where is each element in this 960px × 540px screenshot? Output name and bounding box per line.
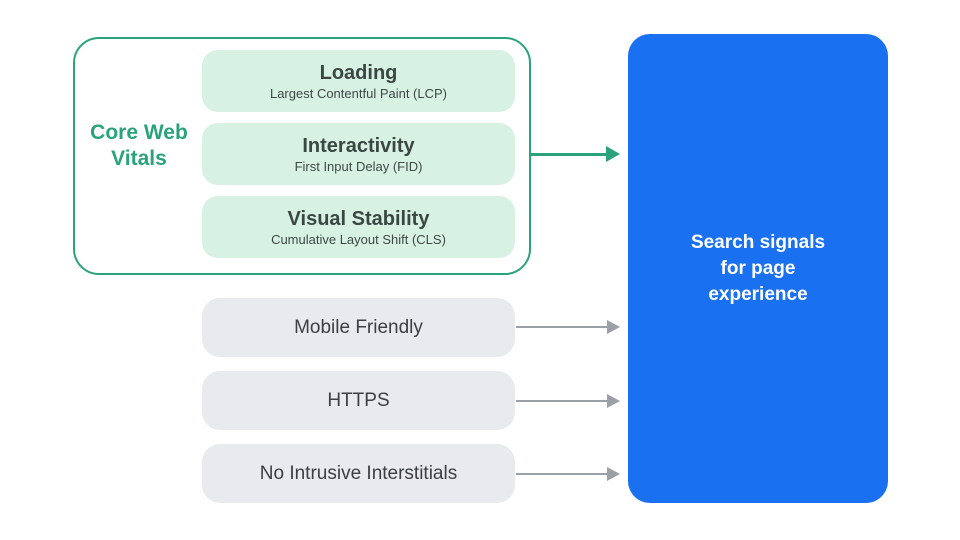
arrow-shaft: [516, 326, 608, 328]
search-signals-label: Search signals for page experience: [690, 231, 826, 305]
signal-pill-no-intrusive-interstitials: No Intrusive Interstitials: [202, 444, 515, 503]
green-arrow-right-icon: [530, 146, 620, 162]
arrow-head: [607, 320, 620, 334]
vital-title: Visual Stability: [287, 207, 430, 230]
arrow-shaft: [516, 400, 608, 402]
vital-subtitle: Cumulative Layout Shift (CLS): [271, 231, 446, 247]
vital-title: Interactivity: [302, 134, 415, 157]
signal-pill-mobile-friendly: Mobile Friendly: [202, 298, 515, 357]
gray-arrow-right-icon: [516, 319, 620, 335]
vital-pill-visual-stability: Visual Stability Cumulative Layout Shift…: [202, 196, 515, 258]
core-web-vitals-group-label: Core Web Vitals: [90, 121, 188, 170]
vital-pill-loading: Loading Largest Contentful Paint (LCP): [202, 50, 515, 112]
signal-pill-https: HTTPS: [202, 371, 515, 430]
signal-label: Mobile Friendly: [294, 316, 423, 338]
signal-label: HTTPS: [327, 389, 390, 411]
arrow-head: [607, 394, 620, 408]
vital-subtitle: First Input Delay (FID): [294, 158, 423, 174]
gray-arrow-right-icon: [516, 393, 620, 409]
vital-pill-interactivity: Interactivity First Input Delay (FID): [202, 123, 515, 185]
arrow-head: [607, 467, 620, 481]
arrow-shaft: [530, 152, 608, 156]
vital-subtitle: Largest Contentful Paint (LCP): [269, 85, 448, 101]
gray-arrow-right-icon: [516, 466, 620, 482]
arrow-head: [606, 146, 620, 162]
vital-title: Loading: [319, 61, 398, 84]
search-signals-result-box: Search signals for page experience: [628, 34, 888, 503]
arrow-shaft: [516, 473, 608, 475]
signal-label: No Intrusive Interstitials: [259, 462, 458, 484]
